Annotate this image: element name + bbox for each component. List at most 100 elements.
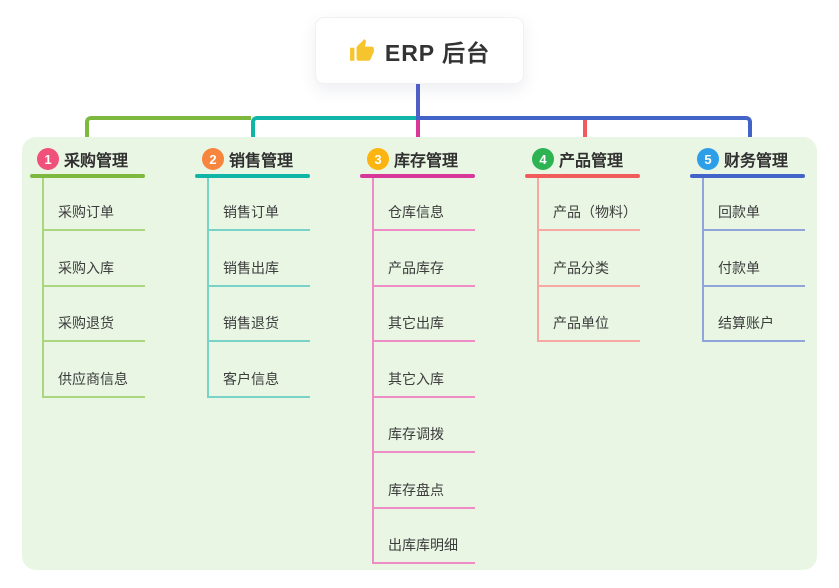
child-underline [42,396,145,398]
branch-header-finance[interactable]: 5 财务管理 [690,146,788,172]
child-label: 库存盘点 [388,482,444,498]
connector-branch-2 [251,116,416,144]
branch-stem-line [42,178,44,398]
child-label: 付款单 [718,260,760,276]
child-node[interactable]: 产品分类 [553,258,609,278]
child-node[interactable]: 采购订单 [58,202,114,222]
child-node[interactable]: 仓库信息 [388,202,444,222]
branch-underline [690,174,805,178]
branch-product: 4 产品管理 产品（物料） 产品分类 产品单位 [525,146,645,586]
child-label: 其它入库 [388,371,444,387]
child-label: 结算账户 [718,315,774,331]
child-label: 采购订单 [58,204,114,220]
child-underline [207,396,310,398]
child-node[interactable]: 出库库明细 [388,535,458,555]
child-label: 库存调拨 [388,426,444,442]
child-underline [372,285,475,287]
branch-number-badge: 2 [202,148,224,170]
child-label: 产品（物料） [553,204,637,220]
child-underline [207,285,310,287]
child-underline [372,340,475,342]
child-underline [702,340,805,342]
child-underline [42,285,145,287]
connector-branch-1 [85,116,251,144]
connector-trunk [416,84,420,120]
child-label: 采购退货 [58,315,114,331]
child-node[interactable]: 产品单位 [553,313,609,333]
thumbs-up-icon [349,38,375,64]
branch-number-badge: 4 [532,148,554,170]
child-node[interactable]: 库存调拨 [388,424,444,444]
branch-header-purchase[interactable]: 1 采购管理 [30,146,128,172]
child-underline [207,340,310,342]
root-title: ERP 后台 [384,39,491,66]
branch-header-product[interactable]: 4 产品管理 [525,146,623,172]
connector-branch-4 [583,120,587,144]
child-node[interactable]: 回款单 [718,202,760,222]
child-underline [702,229,805,231]
child-node[interactable]: 其它入库 [388,369,444,389]
child-node[interactable]: 库存盘点 [388,480,444,500]
connector-branch-5 [416,116,752,144]
branch-underline [360,174,475,178]
branch-underline [30,174,145,178]
branch-finance: 5 财务管理 回款单 付款单 结算账户 [690,146,810,586]
child-node[interactable]: 结算账户 [718,313,774,333]
child-node[interactable]: 销售出库 [223,258,279,278]
child-node[interactable]: 供应商信息 [58,369,128,389]
child-underline [372,451,475,453]
child-underline [42,229,145,231]
child-label: 销售出库 [223,260,279,276]
branch-title: 采购管理 [64,153,129,170]
branch-underline [525,174,640,178]
child-underline [537,285,640,287]
branch-underline [195,174,310,178]
child-label: 销售退货 [223,315,279,331]
child-label: 销售订单 [223,204,279,220]
child-label: 产品分类 [553,260,609,276]
child-node[interactable]: 销售退货 [223,313,279,333]
child-label: 仓库信息 [388,204,444,220]
child-underline [207,229,310,231]
branch-purchase: 1 采购管理 采购订单 采购入库 采购退货 供应商信息 [30,146,150,586]
child-node[interactable]: 产品（物料） [553,202,637,222]
branch-title: 产品管理 [559,153,624,170]
child-label: 出库库明细 [388,537,458,553]
branch-stem-line [207,178,209,398]
child-underline [372,562,475,564]
branch-number-badge: 1 [37,148,59,170]
branch-title: 财务管理 [724,153,789,170]
branches-panel [22,137,817,570]
child-underline [372,507,475,509]
child-underline [702,285,805,287]
child-node[interactable]: 产品库存 [388,258,444,278]
child-node[interactable]: 其它出库 [388,313,444,333]
branch-number-badge: 3 [367,148,389,170]
child-node[interactable]: 采购入库 [58,258,114,278]
branch-title: 销售管理 [229,153,294,170]
branch-number-badge: 5 [697,148,719,170]
child-label: 回款单 [718,204,760,220]
branch-stem-line [372,178,374,564]
child-label: 采购入库 [58,260,114,276]
child-label: 产品单位 [553,315,609,331]
child-label: 供应商信息 [58,371,128,387]
branch-header-inventory[interactable]: 3 库存管理 [360,146,458,172]
branch-stem-line [537,178,539,342]
child-node[interactable]: 客户信息 [223,369,279,389]
child-label: 客户信息 [223,371,279,387]
child-node[interactable]: 销售订单 [223,202,279,222]
connector-branch-3 [416,120,420,147]
branch-title: 库存管理 [394,153,459,170]
root-node[interactable]: ERP 后台 [315,17,524,84]
child-underline [537,340,640,342]
child-node[interactable]: 付款单 [718,258,760,278]
child-underline [42,340,145,342]
branch-sales: 2 销售管理 销售订单 销售出库 销售退货 客户信息 [195,146,315,586]
child-node[interactable]: 采购退货 [58,313,114,333]
child-label: 产品库存 [388,260,444,276]
branch-header-sales[interactable]: 2 销售管理 [195,146,293,172]
child-label: 其它出库 [388,315,444,331]
branch-stem-line [702,178,704,342]
